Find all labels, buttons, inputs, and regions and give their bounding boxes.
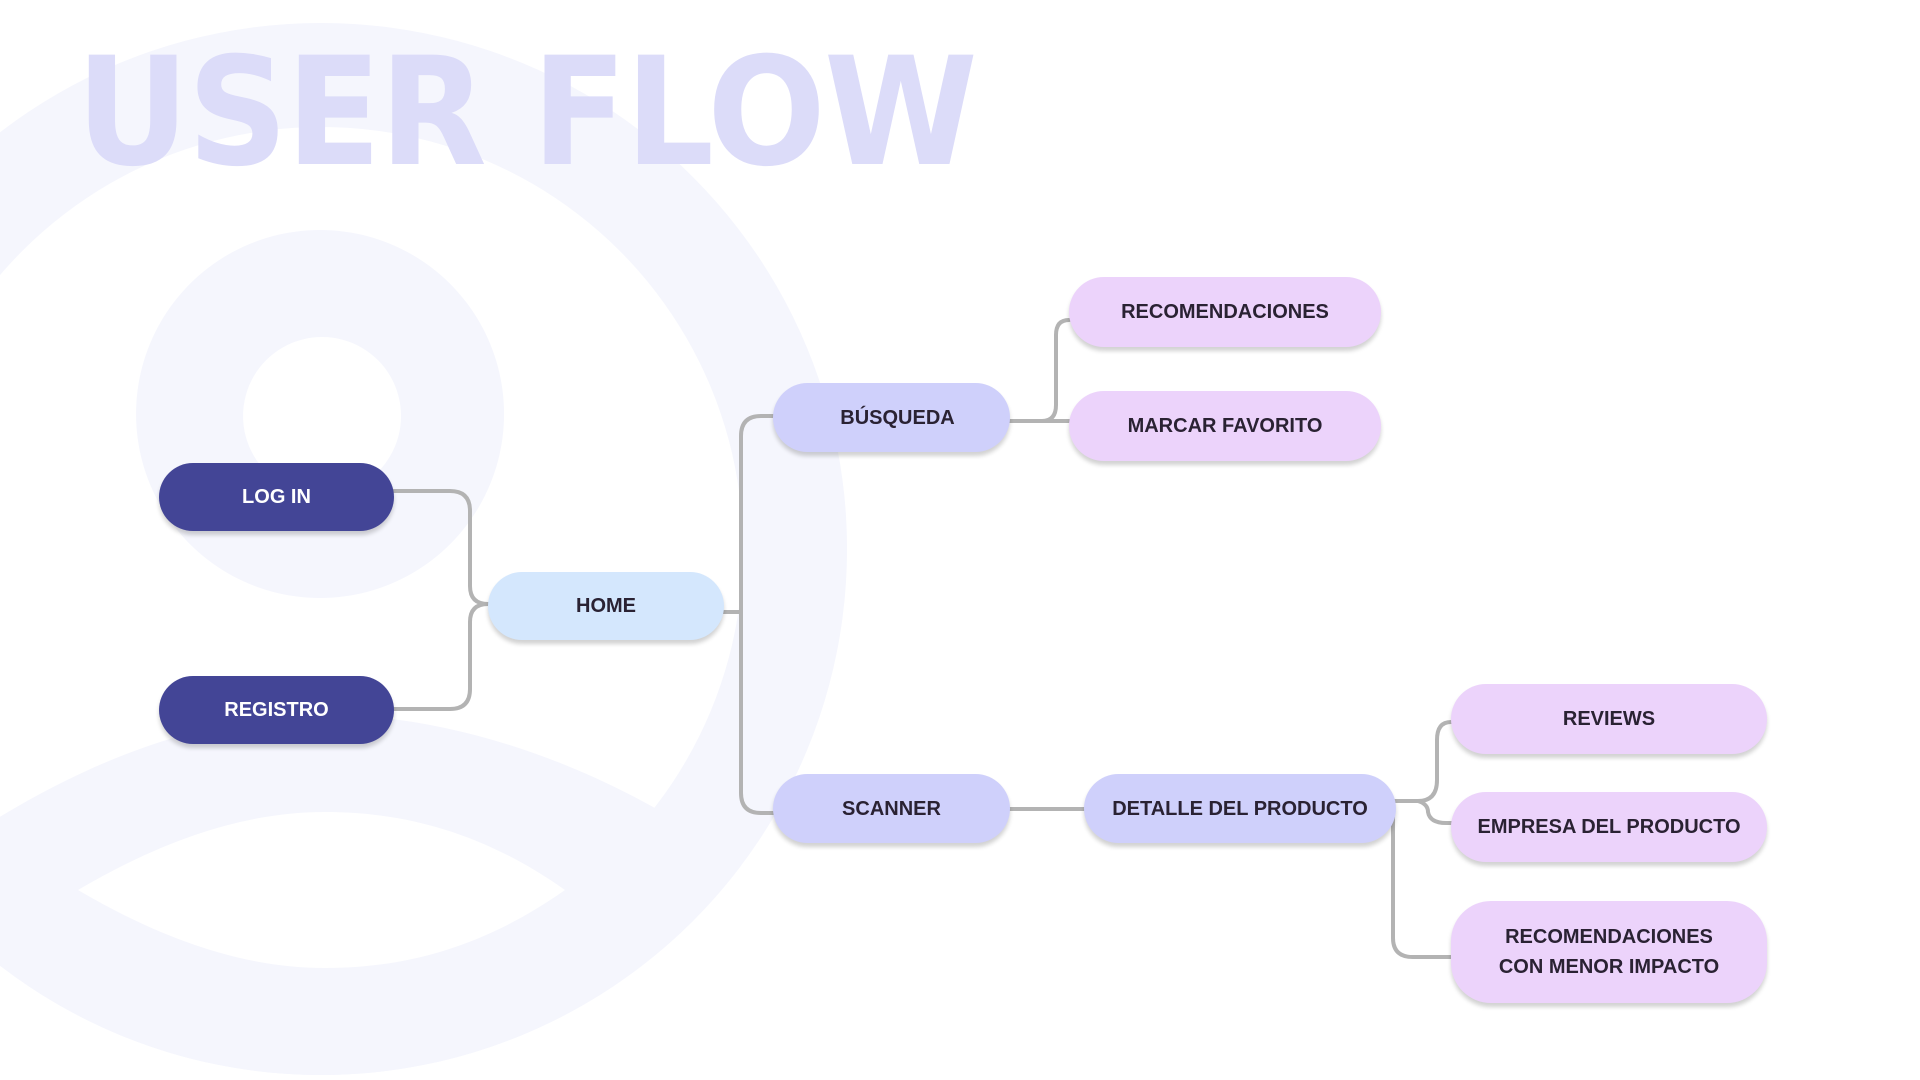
node-empresa-producto-label: EMPRESA DEL PRODUCTO [1477, 816, 1741, 838]
connector-login-home [392, 489, 490, 606]
node-empresa-producto[interactable]: EMPRESA DEL PRODUCTO [1451, 792, 1767, 862]
node-scanner[interactable]: SCANNER [773, 774, 1010, 843]
node-busqueda-label: BÚSQUEDA [840, 406, 955, 429]
node-scanner-label: SCANNER [842, 797, 941, 820]
node-registro-label: REGISTRO [224, 699, 329, 721]
node-recomendaciones-label: RECOMENDACIONES [1121, 301, 1329, 323]
node-marcar-favorito-label: MARCAR FAVORITO [1127, 415, 1323, 437]
node-home-label: HOME [576, 595, 636, 617]
connector-detalle-reviews [1393, 720, 1453, 803]
node-home[interactable]: HOME [488, 572, 724, 640]
connector-home-scanner [739, 610, 838, 815]
connector-detalle-empresa [1416, 799, 1453, 825]
connector-detalle-recomendaciones-impacto [1391, 799, 1480, 959]
node-login[interactable]: LOG IN [159, 463, 394, 531]
node-reviews[interactable]: REVIEWS [1451, 684, 1767, 754]
node-recomendaciones-impacto-line1: RECOMENDACIONES [1505, 926, 1713, 948]
body-band [0, 715, 760, 1075]
user-icon-watermark [0, 23, 848, 1075]
node-login-label: LOG IN [242, 486, 311, 508]
node-recomendaciones-impacto-line2: CON MENOR IMPACTO [1498, 956, 1720, 978]
connector-busqueda-recomendaciones [1008, 318, 1071, 423]
node-detalle-producto-label: DETALLE DEL PRODUCTO [1112, 797, 1368, 820]
node-detalle-producto[interactable]: DETALLE DEL PRODUCTO [1084, 774, 1396, 843]
node-busqueda[interactable]: BÚSQUEDA [773, 383, 1010, 452]
node-marcar-favorito[interactable]: MARCAR FAVORITO [1069, 391, 1381, 461]
node-reviews-label: REVIEWS [1562, 708, 1656, 730]
node-recomendaciones-impacto[interactable]: RECOMENDACIONES CON MENOR IMPACTO [1451, 901, 1767, 1003]
node-registro[interactable]: REGISTRO [159, 676, 394, 744]
connector-registro-home [392, 602, 490, 711]
node-recomendaciones[interactable]: RECOMENDACIONES [1069, 277, 1381, 347]
connector-home-busqueda [739, 414, 828, 614]
page-title: USER FLOW [76, 26, 978, 200]
